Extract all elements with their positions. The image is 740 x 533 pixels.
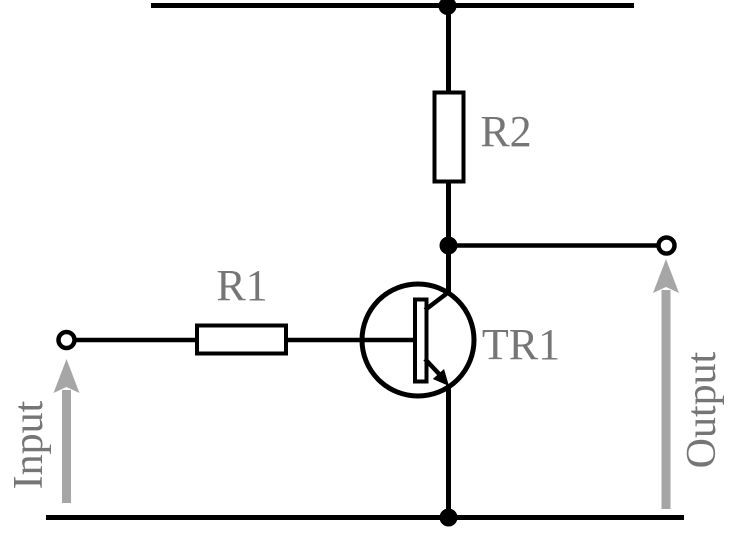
resistor-r2-body — [432, 90, 466, 184]
output-arrow-shaft — [661, 290, 671, 509]
transistor-emitter-lead — [423, 357, 443, 378]
label-tr1: TR1 — [482, 320, 560, 369]
input-signal-arrow — [53, 359, 80, 503]
output-signal-arrow — [653, 259, 679, 509]
input-terminal — [56, 329, 77, 351]
input-arrow-shaft — [62, 390, 71, 503]
label-output: Output — [679, 351, 725, 468]
resistor-r1-body — [195, 323, 288, 356]
junction-dot-ground-rail — [439, 508, 458, 527]
input-arrow-head — [53, 359, 80, 393]
label-input: Input — [6, 400, 52, 489]
output-arrow-head — [653, 259, 679, 293]
output-terminal — [656, 235, 677, 256]
label-r2: R2 — [480, 107, 531, 156]
transistor-base-bar — [413, 297, 429, 384]
transistor-collector-lead — [423, 289, 452, 312]
transistor-emitter-arrowhead — [432, 369, 449, 386]
junction-dot-collector-output — [439, 236, 458, 255]
junction-dot-top-rail — [438, 0, 457, 15]
label-r1: R1 — [216, 261, 267, 310]
